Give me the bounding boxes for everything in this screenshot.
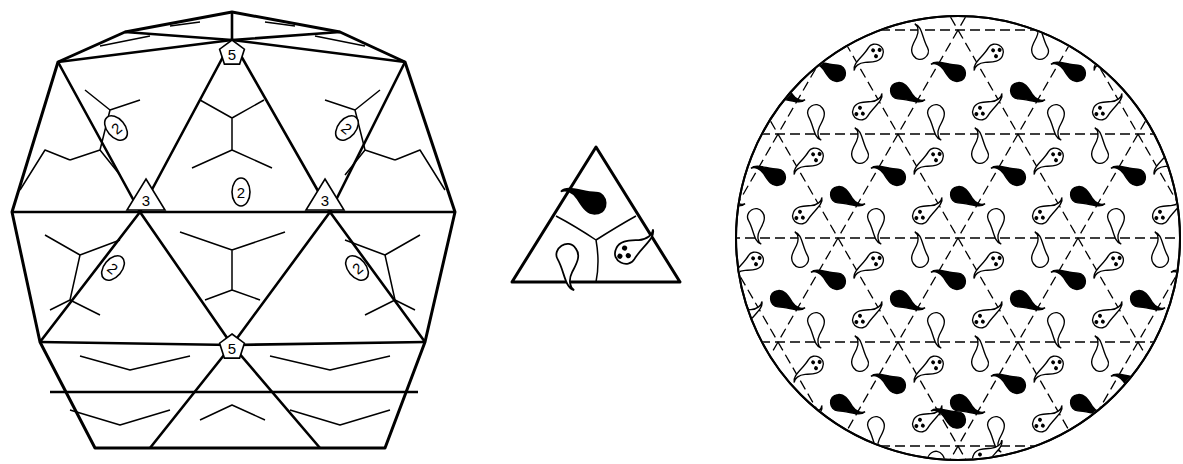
twofold-marker: 2: [330, 110, 365, 146]
symbol-text-holder: 5: [218, 39, 246, 66]
symmetry-order: 3: [126, 193, 166, 208]
symmetry-order: 2: [231, 185, 251, 200]
symbol-text-holder: 3: [305, 178, 345, 211]
symmetry-order: 2: [345, 256, 370, 280]
symmetry-order: 2: [335, 116, 360, 140]
threefold-marker: 3: [126, 178, 166, 211]
threefold-marker: 3: [305, 178, 345, 211]
symbol-text-holder: 2: [99, 110, 134, 146]
symmetry-order: 2: [104, 116, 129, 140]
symbol-text-holder: 2: [340, 250, 375, 286]
tiled-sphere: [118, 0, 1183, 464]
fundamental-triangle: [512, 147, 680, 292]
symmetry-order: 5: [218, 341, 246, 356]
fivefold-marker: 5: [218, 39, 246, 66]
symbol-text-holder: 2: [231, 177, 251, 207]
symbol-text-holder: 3: [126, 178, 166, 211]
twofold-marker: 2: [340, 250, 375, 286]
polyhedron-drawing: [12, 12, 455, 448]
symbol-text-holder: 5: [218, 333, 246, 360]
symmetry-order: 2: [101, 256, 126, 280]
symmetry-order: 5: [218, 47, 246, 62]
symbol-text-holder: 2: [330, 110, 365, 146]
symmetry-order: 3: [305, 193, 345, 208]
twofold-marker: 2: [96, 250, 131, 286]
twofold-marker: 2: [99, 110, 134, 146]
twofold-marker: 2: [231, 177, 251, 207]
fivefold-marker: 5: [218, 333, 246, 360]
symbol-text-holder: 2: [96, 250, 131, 286]
